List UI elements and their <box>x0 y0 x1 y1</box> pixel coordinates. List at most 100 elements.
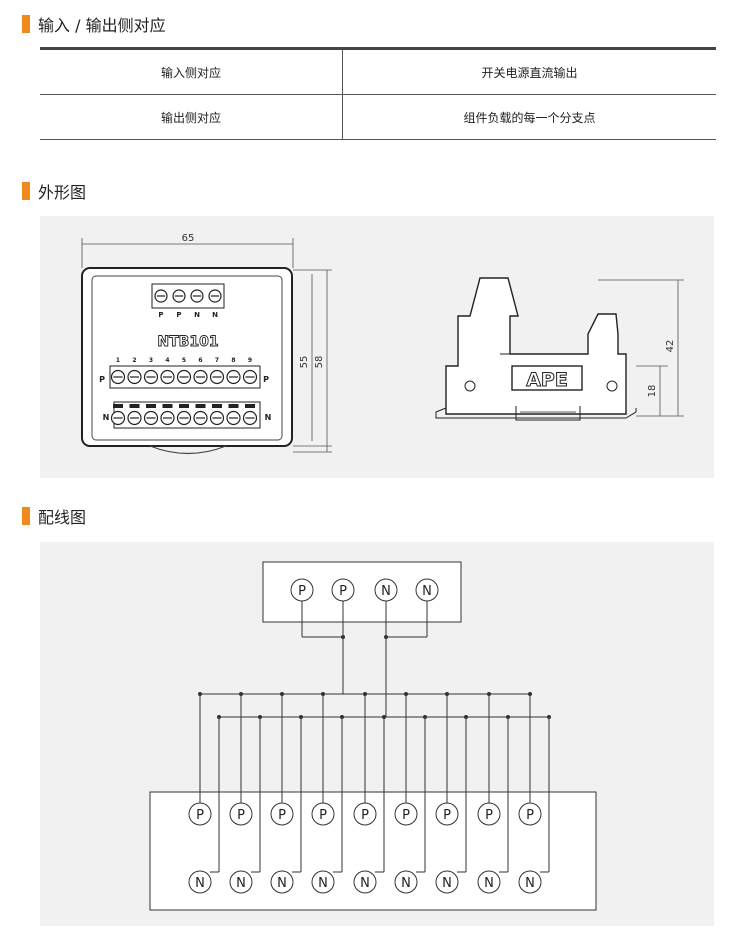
terminal-circle <box>353 870 377 894</box>
terminal-number: 2 <box>132 357 136 364</box>
terminal-number: 1 <box>116 357 120 364</box>
section-marker <box>22 15 30 33</box>
junction-dot <box>445 692 449 696</box>
table-row: 输入侧对应 开关电源直流输出 <box>40 47 716 95</box>
width-dim-label: 65 <box>182 233 195 244</box>
terminal-slot <box>245 404 255 408</box>
row-n-right: N <box>265 413 272 422</box>
height-dim-outer: 58 <box>314 356 325 369</box>
input-terminal-label: N <box>381 584 391 599</box>
table-cell-label: 输入侧对应 <box>40 47 343 95</box>
brand-label: APE <box>526 369 568 391</box>
terminal-circle <box>311 870 335 894</box>
terminal-number: 9 <box>248 357 252 364</box>
output-n-label: N <box>442 876 452 891</box>
junction-dot <box>404 692 408 696</box>
input-terminal-label: N <box>422 584 432 599</box>
terminal-circle <box>188 870 212 894</box>
output-n-label: N <box>277 876 287 891</box>
output-p-label: P <box>526 808 534 823</box>
table-cell-value: 组件负载的每一个分支点 <box>342 94 716 140</box>
terminal-number: 7 <box>215 357 219 364</box>
section-title-text: 输入 / 输出侧对应 <box>38 16 166 35</box>
terminal-slot <box>113 404 123 408</box>
terminal-slot <box>162 404 173 408</box>
terminal-circle <box>270 870 294 894</box>
terminal-circle <box>394 870 418 894</box>
terminal-circle <box>229 802 253 826</box>
output-n-label: N <box>525 876 535 891</box>
output-n-label: N <box>360 876 370 891</box>
terminal-circle <box>394 802 418 826</box>
junction-dot <box>382 715 386 719</box>
terminal-circle <box>311 802 335 826</box>
section-marker <box>22 182 30 200</box>
terminal-circle <box>435 802 459 826</box>
output-n-label: N <box>484 876 494 891</box>
output-p-label: P <box>443 808 451 823</box>
output-n-label: N <box>401 876 411 891</box>
terminal-circle <box>435 870 459 894</box>
output-n-label: N <box>236 876 246 891</box>
terminal-number: 5 <box>182 357 186 364</box>
terminal-slot <box>212 404 222 408</box>
junction-dot <box>299 715 303 719</box>
output-n-label: N <box>318 876 328 891</box>
terminal-circle <box>518 870 542 894</box>
junction-dot <box>487 692 491 696</box>
table-cell-label: 输出侧对应 <box>40 94 343 140</box>
io-table: 输入侧对应 开关电源直流输出 输出侧对应 组件负载的每一个分支点 <box>40 47 716 140</box>
section-title-io: 输入 / 输出侧对应 <box>22 14 166 35</box>
section-marker <box>22 507 30 525</box>
terminal-label: N <box>212 311 218 319</box>
terminal-circle <box>353 802 377 826</box>
side-view: APE <box>435 277 637 421</box>
terminal-circle <box>229 870 253 894</box>
row-n-left: N <box>103 413 110 422</box>
terminal-circle <box>270 802 294 826</box>
output-p-label: P <box>319 808 327 823</box>
table-cell-value: 开关电源直流输出 <box>342 47 716 95</box>
terminal-circle <box>188 802 212 826</box>
terminal-circle <box>290 578 314 602</box>
section-title-text: 外形图 <box>38 183 87 202</box>
junction-dot <box>340 715 344 719</box>
section-title-wiring: 配线图 <box>22 506 87 527</box>
terminal-label: P <box>176 311 181 319</box>
row-p-left: P <box>99 375 105 384</box>
junction-dot <box>363 692 367 696</box>
output-p-label: P <box>237 808 245 823</box>
terminal-slot <box>228 404 239 408</box>
terminal-circle <box>331 578 355 602</box>
input-terminal-label: P <box>339 584 347 599</box>
section-title-text: 配线图 <box>38 508 87 527</box>
junction-dot <box>528 692 532 696</box>
junction-dot <box>423 715 427 719</box>
terminal-slot <box>146 404 156 408</box>
table-row: 输出侧对应 组件负载的每一个分支点 <box>40 94 716 140</box>
terminal-slot <box>195 404 206 408</box>
junction-dot <box>547 715 551 719</box>
output-p-label: P <box>361 808 369 823</box>
side-base-dim: 18 <box>647 385 658 398</box>
output-n-label: N <box>195 876 205 891</box>
section-title-outline: 外形图 <box>22 181 87 202</box>
input-terminal-label: P <box>298 584 306 599</box>
terminal-label: N <box>194 311 200 319</box>
height-dim-inner: 55 <box>299 356 310 369</box>
output-p-label: P <box>196 808 204 823</box>
terminal-number: 3 <box>149 357 153 364</box>
output-p-label: P <box>402 808 410 823</box>
terminal-circle <box>518 802 542 826</box>
side-height-dim: 42 <box>665 340 676 353</box>
terminal-circle <box>415 578 439 602</box>
terminal-slot <box>129 404 140 408</box>
output-p-label: P <box>485 808 493 823</box>
terminal-number: 4 <box>165 357 169 364</box>
model-label: NTB101 <box>157 334 218 350</box>
terminal-number: 6 <box>198 357 202 364</box>
